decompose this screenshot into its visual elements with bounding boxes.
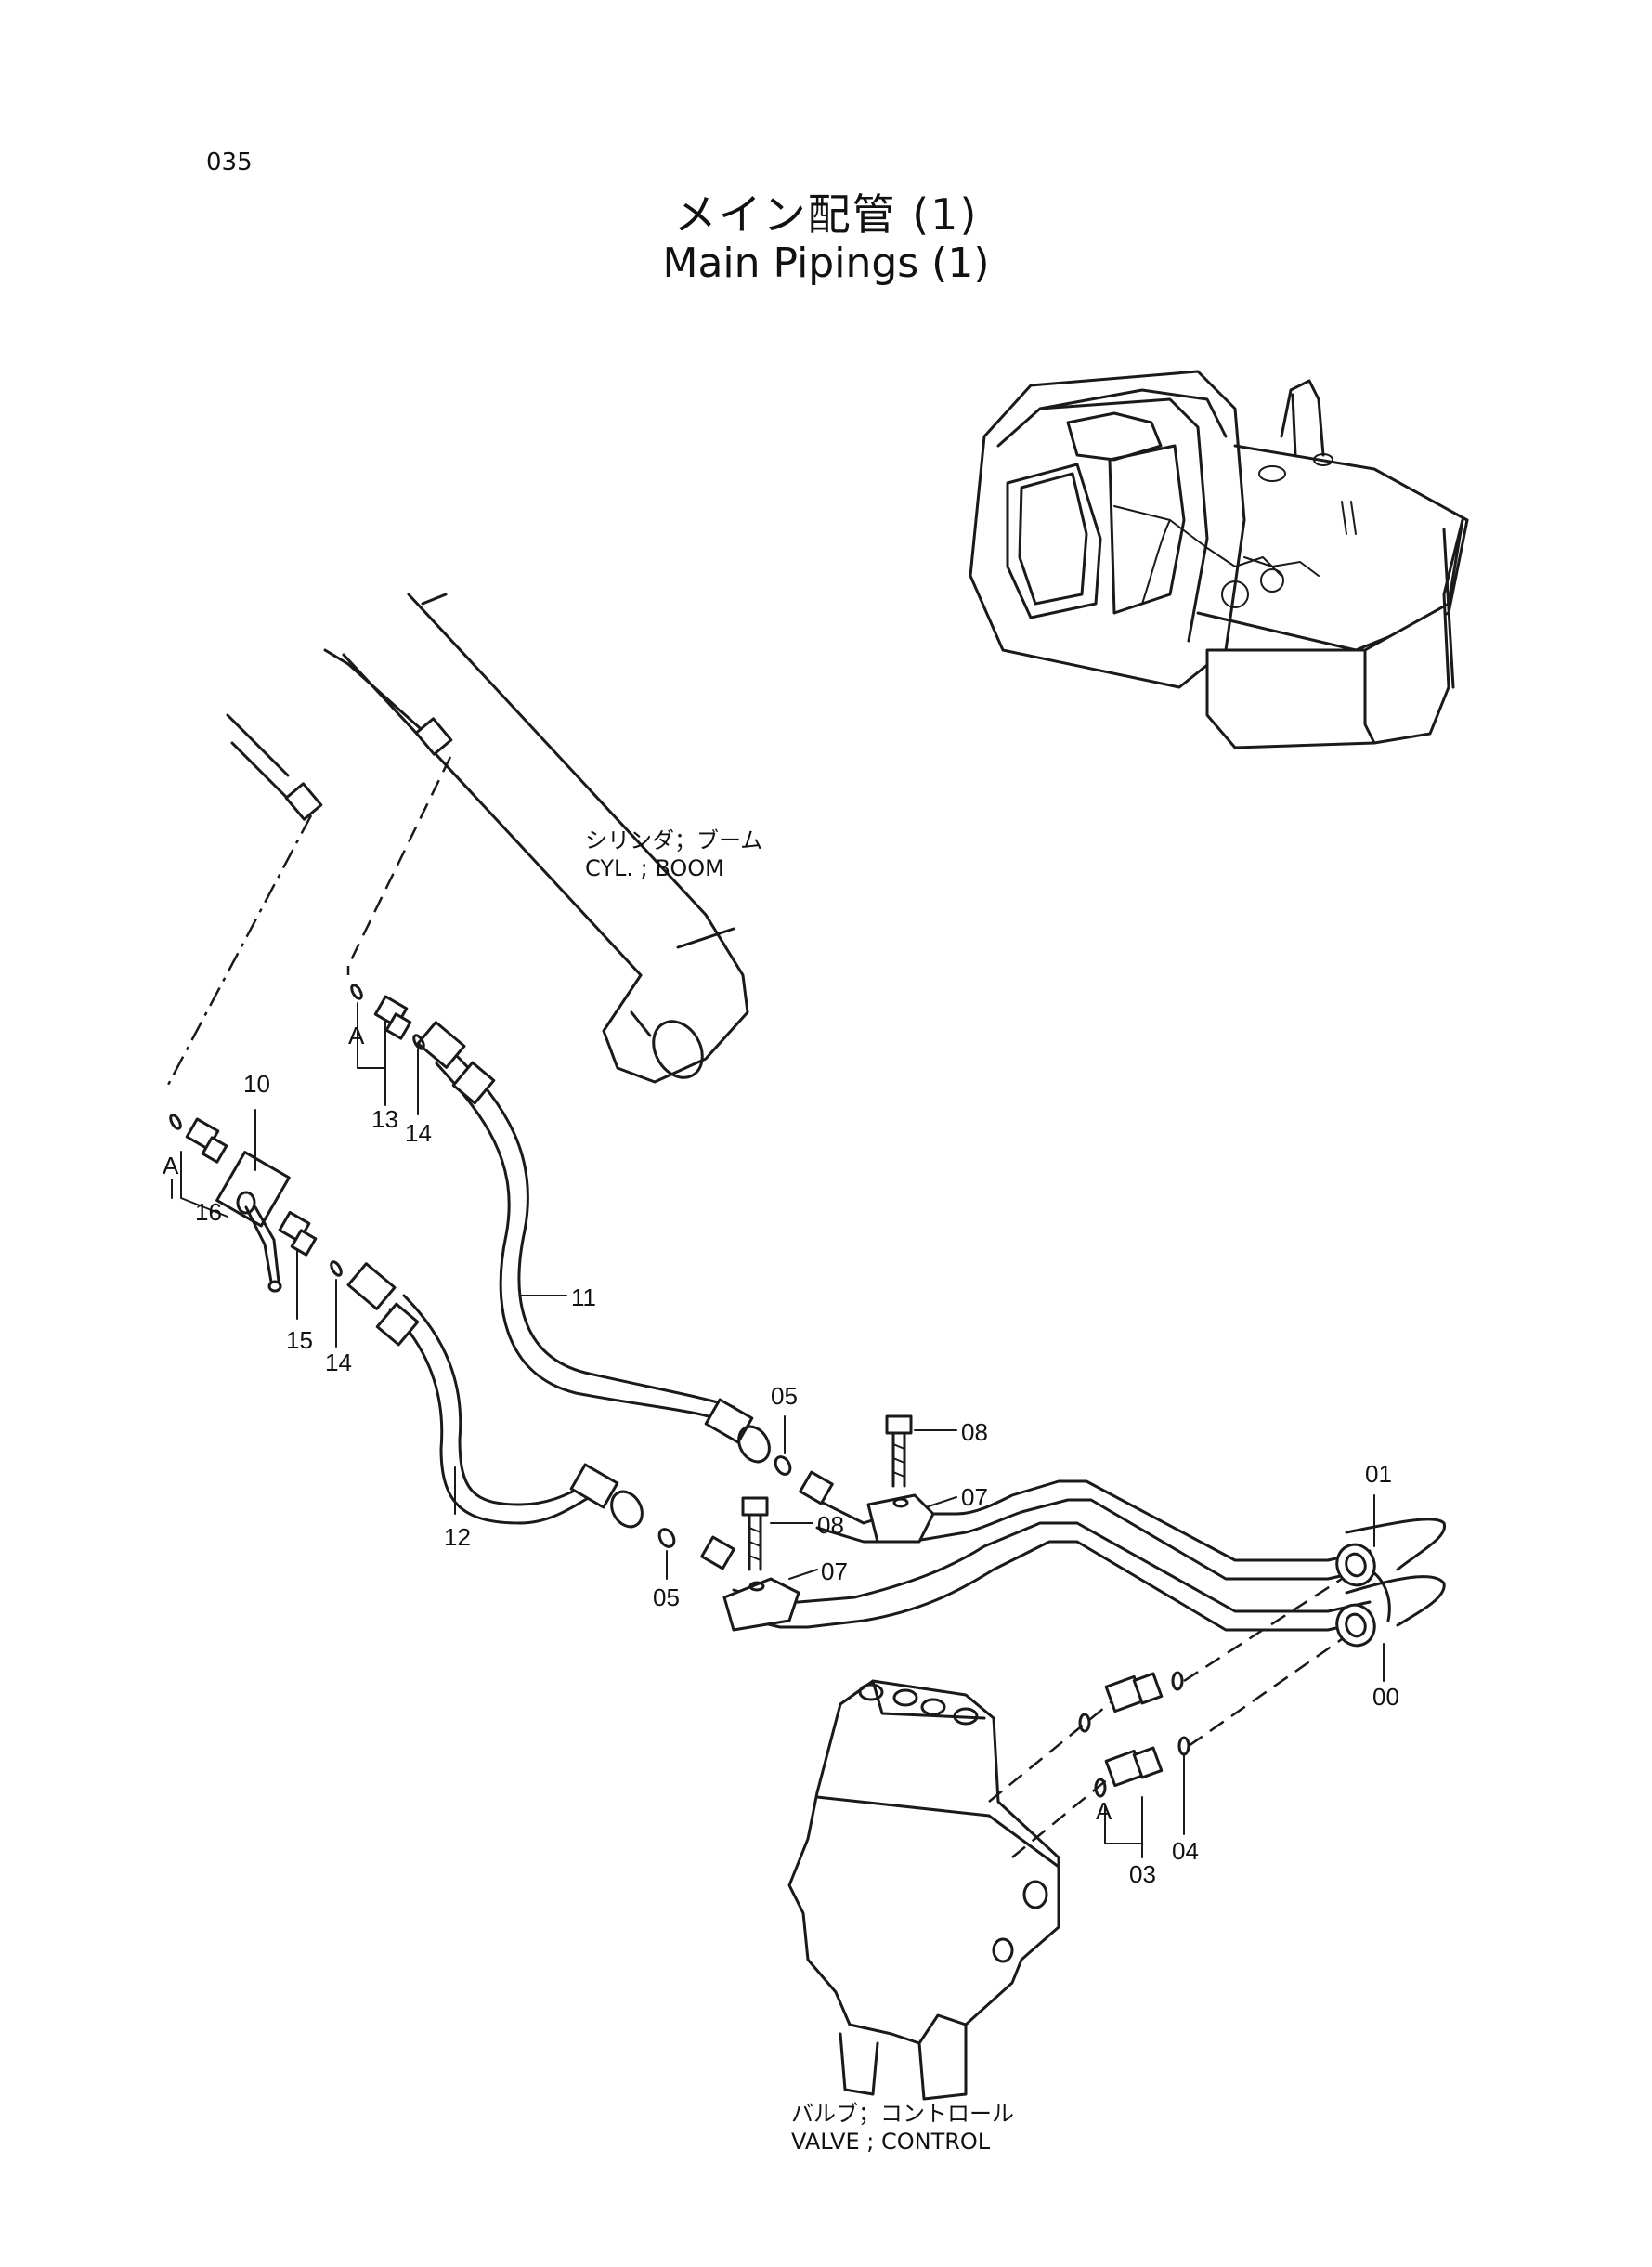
part-number-03: 03 bbox=[1129, 1860, 1156, 1888]
part-number-14-upper: 14 bbox=[405, 1119, 432, 1147]
part-number-16: 16 bbox=[195, 1198, 222, 1226]
part-number-08-lower: 08 bbox=[817, 1511, 844, 1539]
part-number-05-upper: 05 bbox=[771, 1382, 798, 1410]
part-number-13: 13 bbox=[371, 1105, 398, 1133]
section-mark-a-lower: A bbox=[1096, 1797, 1112, 1825]
leader-lines bbox=[171, 1002, 1385, 1858]
cylinder-label-jp: シリンダ；ブーム bbox=[585, 827, 763, 853]
part-number-14-lower: 14 bbox=[325, 1348, 352, 1376]
page-title-jp: メイン配管 (1) bbox=[673, 189, 979, 240]
part-number-15: 15 bbox=[286, 1326, 313, 1354]
valve-label-jp: バルブ；コントロール bbox=[791, 2101, 1014, 2127]
cylinder-label-en: CYL. ; BOOM bbox=[585, 855, 724, 881]
part-number-07-lower: 07 bbox=[821, 1557, 848, 1585]
part-number-00: 00 bbox=[1372, 1683, 1399, 1711]
part-number-04: 04 bbox=[1172, 1837, 1199, 1865]
part-number-10: 10 bbox=[243, 1070, 270, 1098]
valve-label-en: VALVE ; CONTROL bbox=[791, 2129, 991, 2155]
excavator-overview bbox=[969, 370, 1469, 749]
part-number-05-lower: 05 bbox=[653, 1583, 680, 1611]
section-mark-a-upper: A bbox=[348, 1022, 365, 1049]
page-number: 035 bbox=[206, 149, 253, 176]
control-valve bbox=[787, 1577, 1343, 2101]
pipe-assembly bbox=[700, 1414, 1446, 1648]
boom-cylinder bbox=[165, 593, 749, 1088]
part-number-12: 12 bbox=[444, 1523, 471, 1551]
page-title-en: Main Pipings (1) bbox=[662, 240, 990, 287]
section-mark-a-left: A bbox=[163, 1152, 179, 1179]
part-number-08-upper: 08 bbox=[961, 1418, 988, 1446]
part-number-11: 11 bbox=[571, 1283, 596, 1311]
part-number-01: 01 bbox=[1365, 1460, 1392, 1488]
part-number-07-upper: 07 bbox=[961, 1483, 988, 1511]
